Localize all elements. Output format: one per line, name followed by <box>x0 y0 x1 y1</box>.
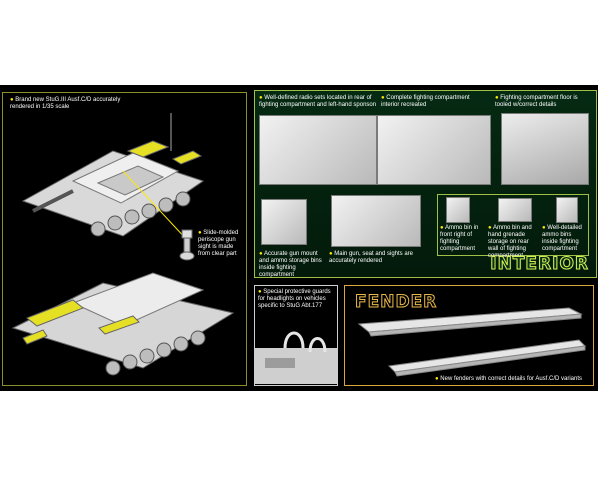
interior-caption-gun-mount-text: Accurate gun mount and ammo storage bins… <box>259 251 322 278</box>
ammo-bins-detailed-render <box>556 197 578 223</box>
stug-model-top-render <box>21 113 205 242</box>
interior-caption-ammo-detailed-text: Well-detailed ammo bins inside fighting … <box>542 225 582 252</box>
interior-caption-main-gun: ● Main gun, seat and sights are accurate… <box>329 251 429 265</box>
headlight-guards-panel: ● Special protective guards for headligh… <box>254 285 338 386</box>
bullet-icon: ● <box>10 97 14 103</box>
interior-caption-compartment-text: Complete fighting compartment interior r… <box>381 95 470 108</box>
interior-caption-ammo-rear: ● Ammo bin and hand grenade storage on r… <box>488 225 540 260</box>
periscope-caption-text: Slide-molded periscope gun sight is made… <box>198 230 239 257</box>
main-model-panel: ● Brand new StuG.III Ausf.C/D accurately… <box>2 92 247 386</box>
stug-model-bottom-render <box>11 272 235 376</box>
guards-caption: ● Special protective guards for headligh… <box>258 289 336 310</box>
interior-caption-ammo-rear-text: Ammo bin and hand grenade storage on rea… <box>488 225 532 259</box>
interior-caption-floor-text: Fighting compartment floor is tooled w/c… <box>495 95 578 108</box>
bullet-icon: ● <box>381 95 385 101</box>
radio-sets-render <box>259 115 377 185</box>
interior-caption-ammo-detailed: ● Well-detailed ammo bins inside fightin… <box>542 225 588 253</box>
interior-caption-ammo-front: ● Ammo bin in front right of fighting co… <box>440 225 486 253</box>
interior-caption-radio-text: Well-defined radio sets located in rear … <box>259 95 377 108</box>
interior-caption-gun-mount: ● Accurate gun mount and ammo storage bi… <box>259 251 325 279</box>
bullet-icon: ● <box>435 376 439 382</box>
bullet-icon: ● <box>440 225 444 231</box>
compartment-floor-render <box>501 113 589 185</box>
bullet-icon: ● <box>495 95 499 101</box>
interior-caption-radio: ● Well-defined radio sets located in rea… <box>259 95 379 109</box>
bullet-icon: ● <box>258 289 262 295</box>
gun-mount-render <box>261 199 307 245</box>
interior-caption-main-gun-text: Main gun, seat and sights are accurately… <box>329 251 414 264</box>
interior-caption-ammo-front-text: Ammo bin in front right of fighting comp… <box>440 225 479 252</box>
stug-caption: ● Brand new StuG.III Ausf.C/D accurately… <box>10 97 128 111</box>
interior-caption-compartment: ● Complete fighting compartment interior… <box>381 95 485 109</box>
fender-parts-render <box>357 307 587 377</box>
bullet-icon: ● <box>488 225 492 231</box>
guards-caption-text: Special protective guards for headlights… <box>258 289 331 309</box>
main-gun-render <box>331 195 421 247</box>
fender-title: FENDER <box>354 292 438 313</box>
ammo-bin-rear-render <box>498 198 532 222</box>
bullet-icon: ● <box>329 251 333 257</box>
periscope-part-render <box>179 229 195 261</box>
ammo-bins-subpanel: ● Ammo bin in front right of fighting co… <box>437 194 589 259</box>
bullet-icon: ● <box>542 225 546 231</box>
ammo-bin-front-render <box>446 197 470 223</box>
fender-panel: FENDER ● New fenders with correct detail… <box>344 285 594 386</box>
product-sheet: ● Brand new StuG.III Ausf.C/D accurately… <box>0 85 598 391</box>
stug-caption-text: Brand new StuG.III Ausf.C/D accurately r… <box>10 97 121 110</box>
periscope-caption: ● Slide-molded periscope gun sight is ma… <box>198 230 244 258</box>
headlight-guards-render <box>255 331 337 384</box>
interior-panel: ● Well-defined radio sets located in rea… <box>254 90 597 278</box>
bullet-icon: ● <box>259 251 263 257</box>
bullet-icon: ● <box>198 230 202 236</box>
interior-caption-floor: ● Fighting compartment floor is tooled w… <box>495 95 595 109</box>
fighting-compartment-render <box>377 115 491 185</box>
bullet-icon: ● <box>259 95 263 101</box>
fender-caption-text: New fenders with correct details for Aus… <box>440 376 583 382</box>
interior-title: INTERIOR <box>490 254 589 275</box>
fender-caption: ● New fenders with correct details for A… <box>435 376 591 383</box>
